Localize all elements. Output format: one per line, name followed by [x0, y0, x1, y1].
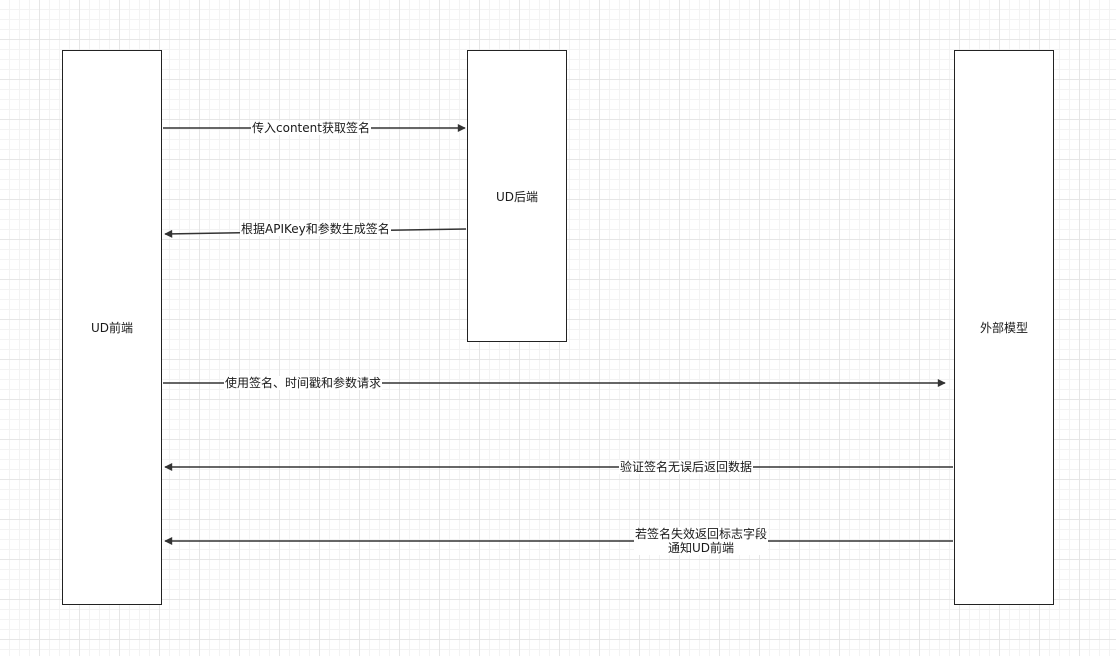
message-label-request-with-signature: 使用签名、时间戳和参数请求: [224, 376, 383, 390]
participant-ud-frontend[interactable]: UD前端: [62, 50, 162, 605]
message-label-generate-signature: 根据APIKey和参数生成签名: [240, 222, 391, 236]
participant-label: 外部模型: [979, 321, 1028, 335]
participant-ud-backend[interactable]: UD后端: [467, 50, 567, 342]
participant-label: UD前端: [90, 321, 134, 335]
participant-label: UD后端: [495, 189, 539, 204]
message-label-return-data: 验证签名无误后返回数据: [619, 460, 754, 474]
participant-external-model[interactable]: 外部模型: [954, 50, 1054, 605]
message-label-get-signature: 传入content获取签名: [251, 121, 371, 135]
message-label-signature-invalid: 若签名失效返回标志字段 通知UD前端: [634, 527, 769, 555]
